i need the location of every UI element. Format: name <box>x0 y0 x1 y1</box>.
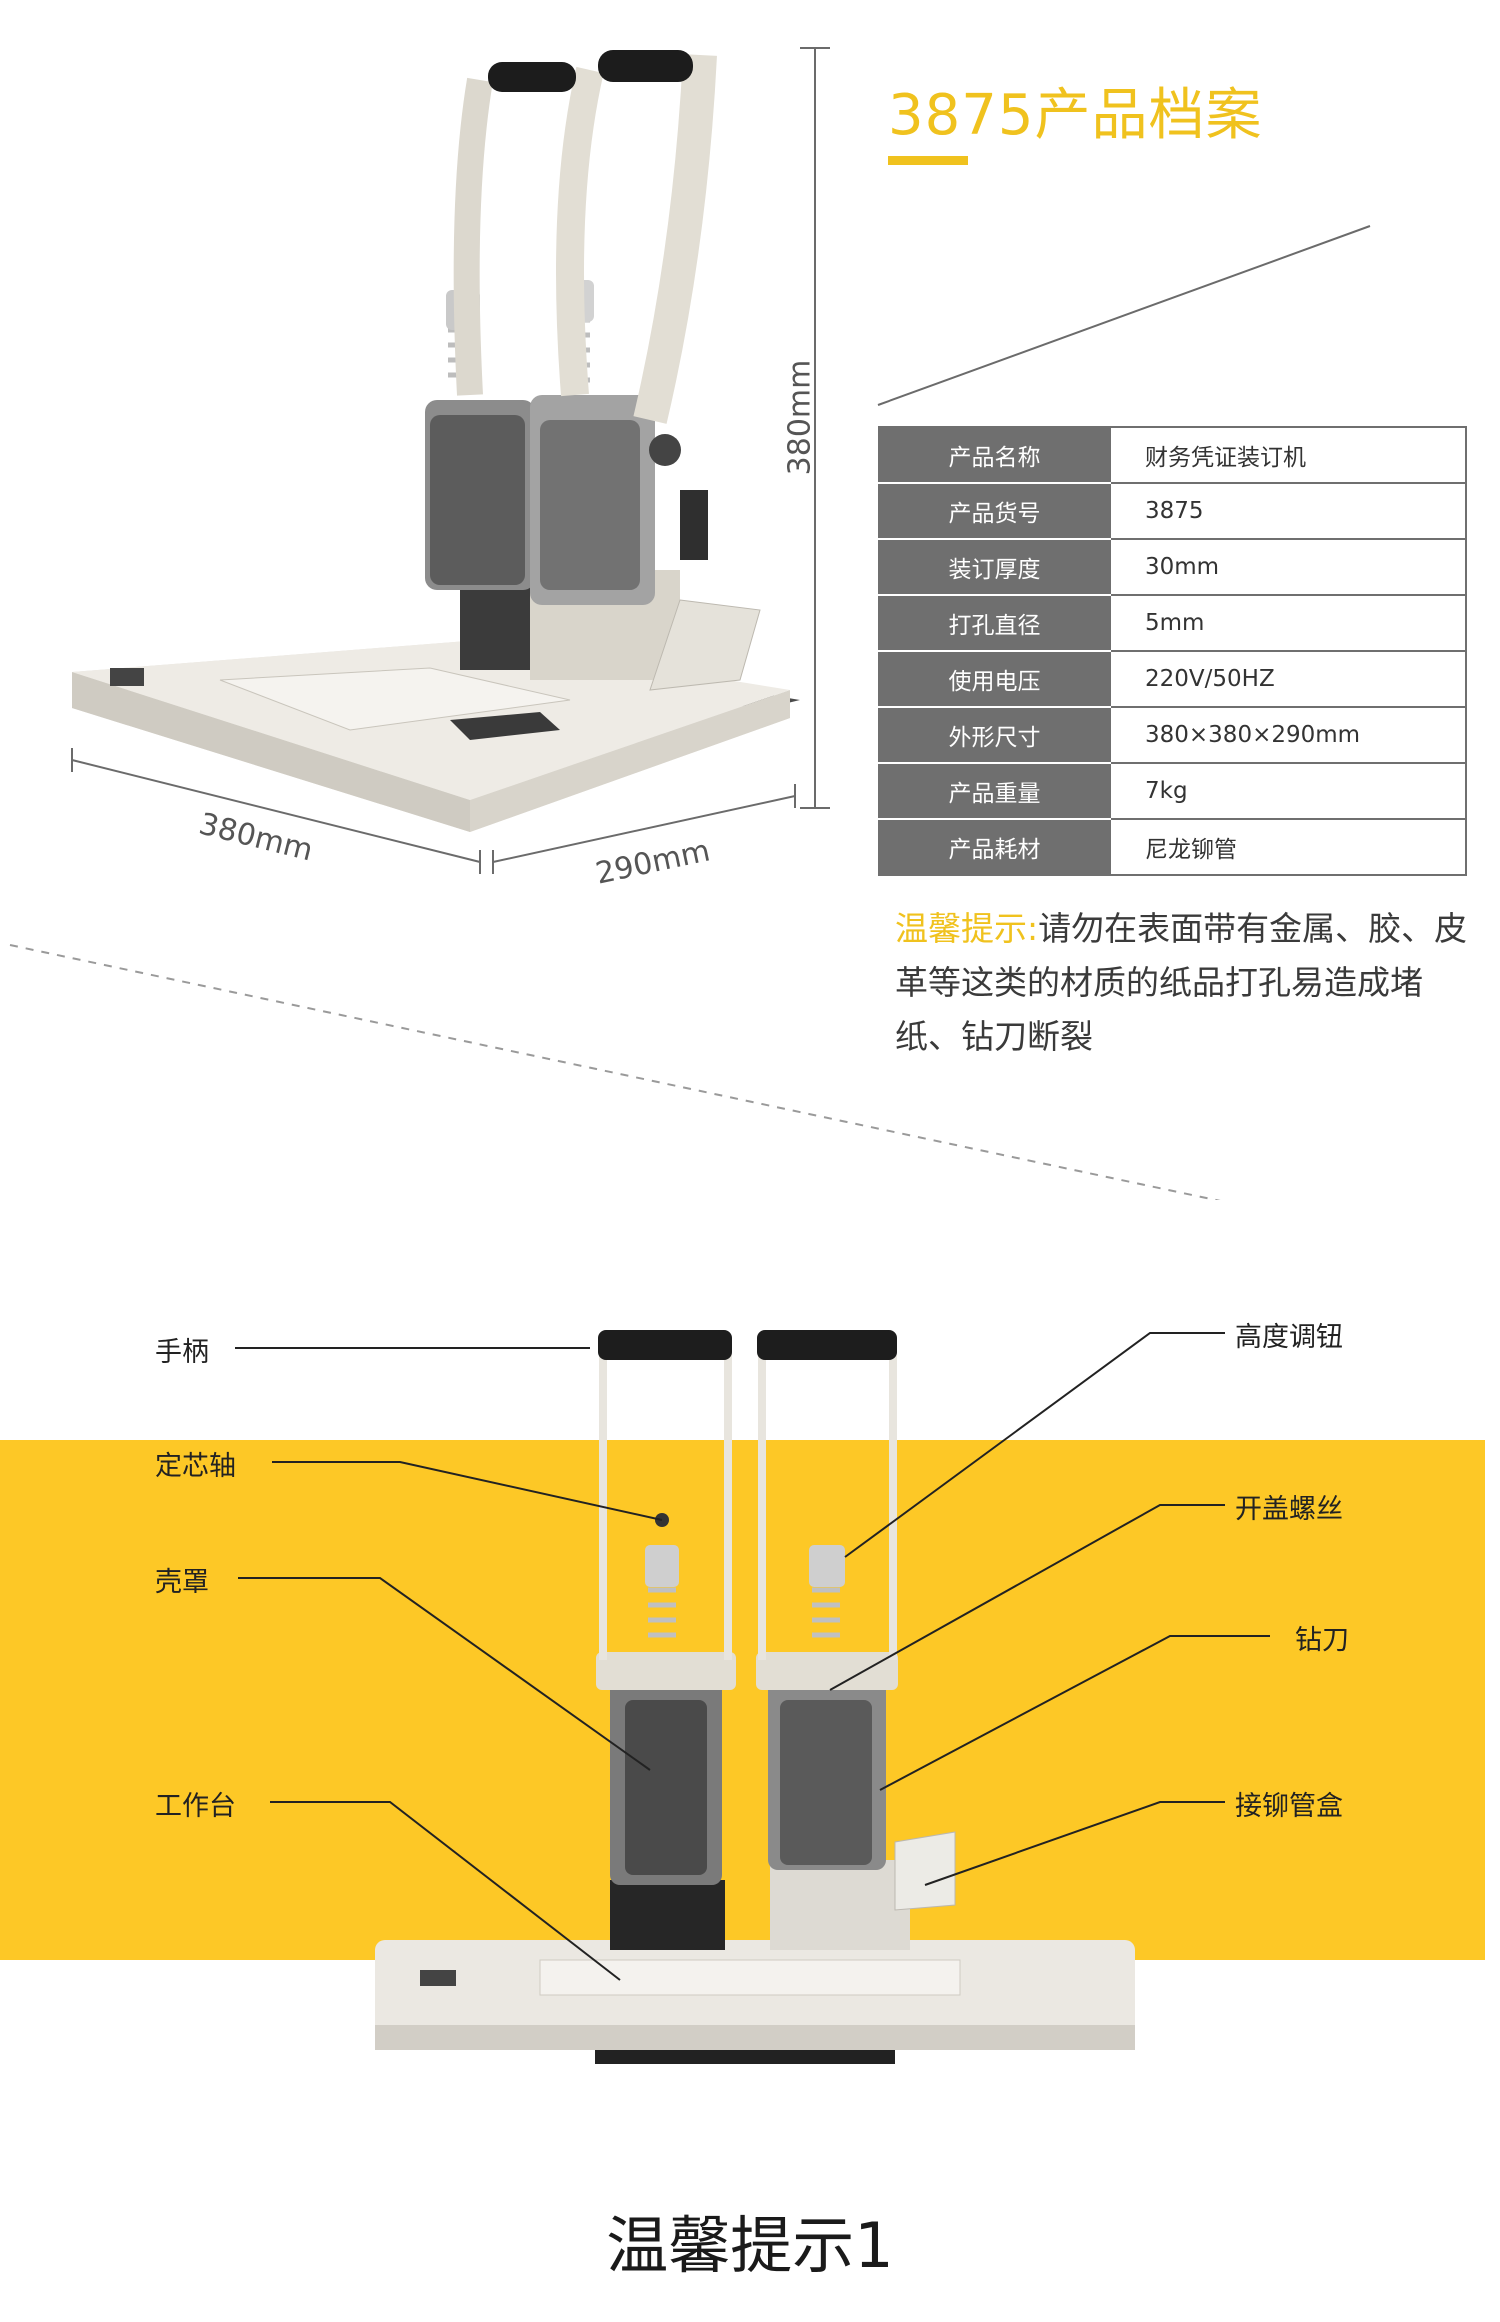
spec-value: 5mm <box>1109 594 1467 652</box>
tip-label: 温馨提示: <box>895 909 1039 948</box>
spec-row: 产品耗材尼龙铆管 <box>878 818 1467 876</box>
spec-value: 380×380×290mm <box>1109 706 1467 764</box>
tip-text: 请勿在表面带有金属、胶、皮革等这类的材质的纸品打孔易造成堵纸、钻刀断裂 <box>895 909 1468 1056</box>
part-label-handle: 手柄 <box>155 1337 209 1368</box>
spec-value: 3875 <box>1109 482 1467 540</box>
spec-value: 7kg <box>1109 762 1467 820</box>
part-label-cover-screw: 开盖螺丝 <box>1235 1494 1343 1525</box>
warning-tip: 温馨提示:请勿在表面带有金属、胶、皮革等这类的材质的纸品打孔易造成堵纸、钻刀断裂 <box>895 902 1475 1064</box>
spec-value: 财务凭证装订机 <box>1109 426 1467 484</box>
spec-label: 产品名称 <box>878 426 1111 484</box>
spec-value: 30mm <box>1109 538 1467 596</box>
product-photo-bottom <box>0 1330 1485 2064</box>
product-photo-top <box>9 47 1371 1200</box>
part-label-drill: 钻刀 <box>1295 1625 1349 1656</box>
part-label-housing: 壳罩 <box>155 1567 209 1598</box>
part-label-workbench: 工作台 <box>155 1791 236 1822</box>
spec-label: 打孔直径 <box>878 594 1111 652</box>
part-label-rivet-box: 接铆管盒 <box>1235 1791 1343 1822</box>
part-label-height-knob: 高度调钮 <box>1235 1322 1343 1353</box>
page-title: 3875产品档案 <box>888 83 1263 148</box>
spec-label: 外形尺寸 <box>878 706 1111 764</box>
spec-row: 产品名称财务凭证装订机 <box>878 426 1467 484</box>
spec-value: 220V/50HZ <box>1109 650 1467 708</box>
spec-label: 产品货号 <box>878 482 1111 540</box>
spec-value: 尼龙铆管 <box>1109 818 1467 876</box>
dimension-height-label: 380mm <box>782 359 818 476</box>
title-underline <box>888 156 968 165</box>
spec-label: 产品重量 <box>878 762 1111 820</box>
spec-label: 使用电压 <box>878 650 1111 708</box>
spec-label: 产品耗材 <box>878 818 1111 876</box>
footer-title: 温馨提示1 <box>606 2209 894 2282</box>
spec-label: 装订厚度 <box>878 538 1111 596</box>
part-label-center-shaft: 定芯轴 <box>155 1451 236 1482</box>
